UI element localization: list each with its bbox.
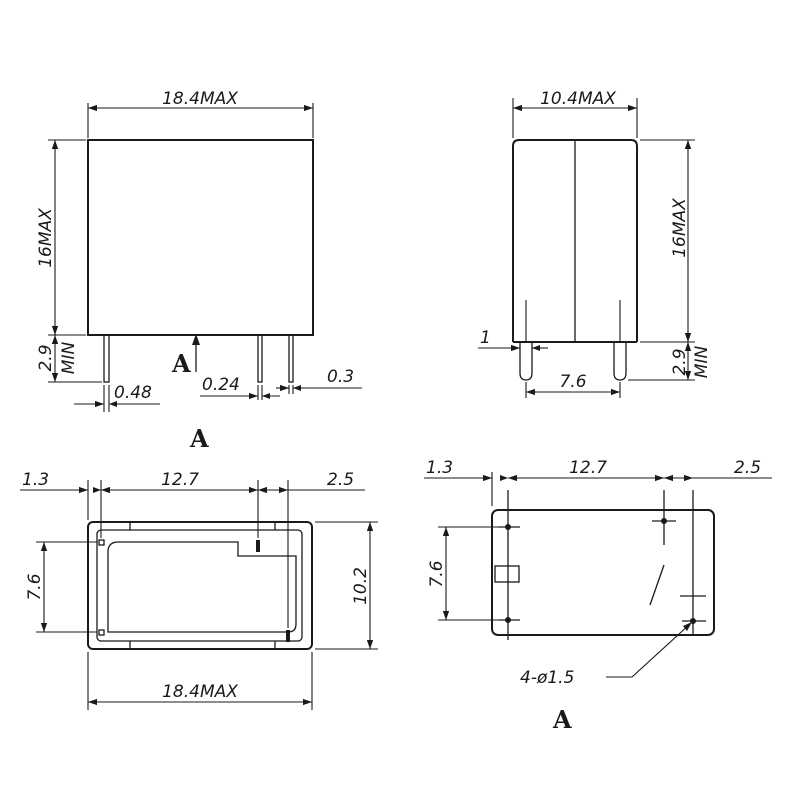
bottom-pin-3 (256, 540, 260, 552)
front-height-label: 16MAX (36, 208, 56, 268)
side-pin-right (613, 342, 627, 381)
bottom-inner-outline (96, 529, 303, 642)
front-view: 18.4MAX 16MAX 2.9 MIN 0.48 0.24 0.3 A (36, 89, 362, 412)
pcb-key-tab (494, 565, 520, 583)
bottom-right-offset-label: 2.5 (327, 470, 354, 490)
front-pin-width-right-label: 0.3 (327, 367, 354, 387)
bottom-row-spacing-label: 7.6 (25, 573, 45, 600)
pcb-outline (491, 509, 715, 636)
bottom-pin-pitch-label: 12.7 (161, 470, 199, 490)
front-pin-width-small-label: 0.24 (202, 375, 240, 395)
pcb-left-offset-label: 1.3 (426, 458, 453, 478)
front-width-label: 18.4MAX (162, 89, 238, 109)
front-pin-thickness-label: 0.48 (114, 383, 152, 403)
pcb-right-offset-label: 2.5 (734, 458, 761, 478)
front-pin-2 (257, 334, 263, 383)
side-height-label: 16MAX (670, 198, 690, 258)
pcb-switch-contact (649, 564, 665, 606)
front-pin-length-label-b: MIN (59, 342, 79, 375)
bottom-view: A 1.3 12.7 2.5 (20, 424, 378, 710)
side-pin-spacing-label: 7.6 (559, 372, 586, 392)
bottom-pin-2 (98, 629, 105, 636)
side-width-label: 10.4MAX (540, 89, 616, 109)
bottom-outer-outline (87, 521, 313, 650)
bottom-internal-contour (107, 541, 297, 633)
front-pin-1 (103, 334, 110, 383)
front-pin-3 (288, 334, 294, 383)
pcb-hole-leader-line (606, 623, 691, 678)
side-pin-length-label-a: 2.9 (670, 348, 690, 375)
pcb-row-spacing-label: 7.6 (427, 560, 447, 587)
bottom-pin-4 (286, 630, 290, 642)
side-pin-left (519, 342, 533, 381)
bottom-pin-1 (98, 539, 105, 546)
pcb-pin-pitch-label: 12.7 (569, 458, 607, 478)
front-relay-body (87, 139, 314, 336)
bottom-left-offset-label: 1.3 (22, 470, 49, 490)
front-pin-length-label-a: 2.9 (36, 344, 56, 371)
side-view: 10.4MAX 16MAX 2.9 MIN 1 7.6 (478, 89, 712, 398)
pcb-layout-view: 1.3 12.7 2.5 7.6 4-ø1.5 A (424, 458, 772, 734)
view-direction-arrow-icon (192, 334, 200, 345)
bottom-length-label: 18.4MAX (162, 682, 238, 702)
bottom-depth-label: 10.2 (351, 567, 371, 605)
side-pin-length-label-b: MIN (692, 346, 712, 379)
bottom-view-label: A (189, 424, 209, 453)
side-pin-thickness-label: 1 (480, 328, 491, 348)
pcb-hole-callout-label: 4-ø1.5 (520, 668, 574, 688)
front-arrow-label: A (171, 349, 191, 378)
pcb-view-label: A (552, 705, 572, 734)
